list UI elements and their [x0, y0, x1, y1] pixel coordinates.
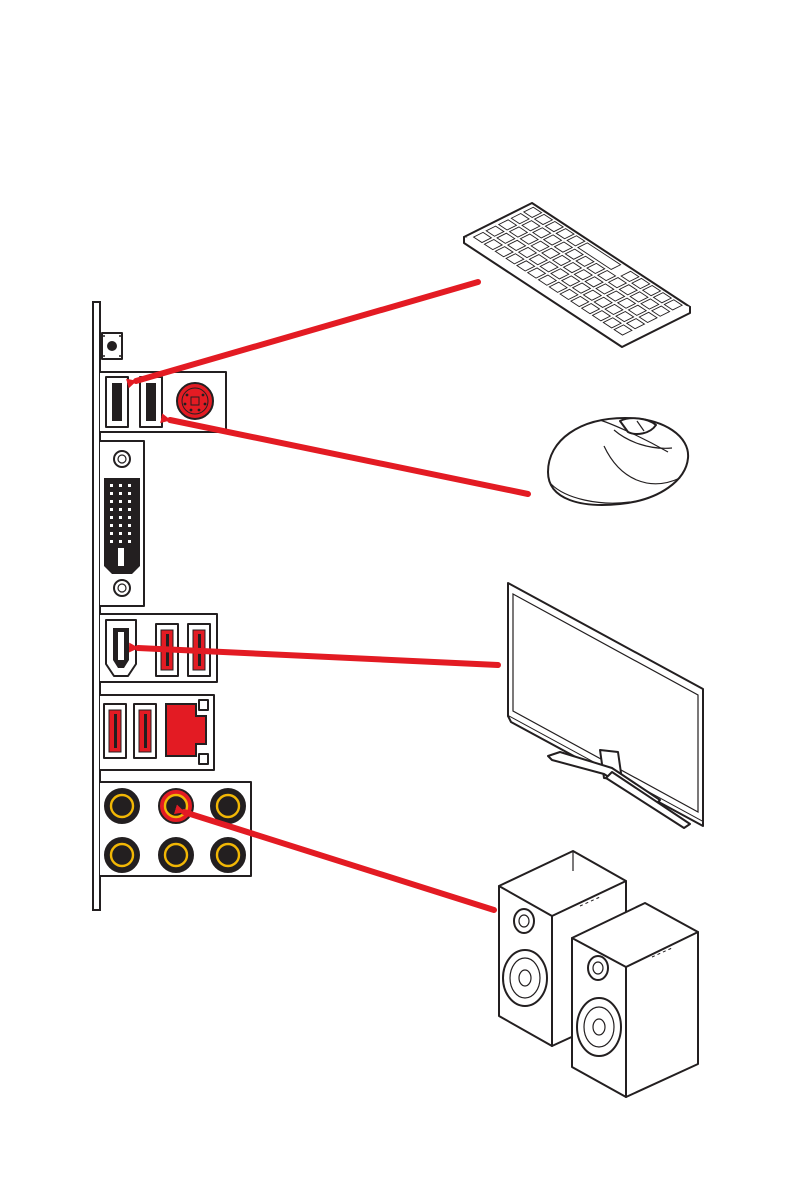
keyboard-icon: [464, 203, 690, 347]
clear-cmos-button: [102, 333, 122, 359]
audio-jack-rs-out: [105, 838, 139, 872]
usb-3-port-3: [104, 704, 126, 758]
audio-jack-mic-in: [211, 789, 245, 823]
usb-2-port-1: [106, 377, 128, 427]
ps2-port: [177, 383, 213, 419]
arrow-keyboard-to-usb: [136, 282, 478, 381]
hdmi-port: [106, 620, 136, 676]
audio-jack-line-in: [105, 789, 139, 823]
keyboard: [464, 203, 690, 347]
speakers-icon: [499, 851, 698, 1097]
arrow-mouse-to-usb: [170, 420, 528, 494]
dvi-d-port: [100, 441, 144, 606]
usb2-ps2-block: [100, 372, 226, 432]
monitor-icon: [508, 583, 703, 828]
mouse-icon: [548, 418, 688, 505]
mouse: [548, 418, 688, 505]
usb-3-port-4: [134, 704, 156, 758]
monitor: [508, 583, 703, 828]
rear-io-panel: [93, 302, 251, 910]
audio-jack-side-out: [211, 838, 245, 872]
usb3-lan-block: [100, 695, 214, 770]
audio-jack-line-out: [159, 789, 193, 823]
lan-port: [166, 700, 208, 764]
io-shield-edge: [93, 302, 100, 910]
speakers: [499, 851, 698, 1097]
audio-jack-cs-out: [159, 838, 193, 872]
usb-2-port-2: [140, 377, 162, 427]
